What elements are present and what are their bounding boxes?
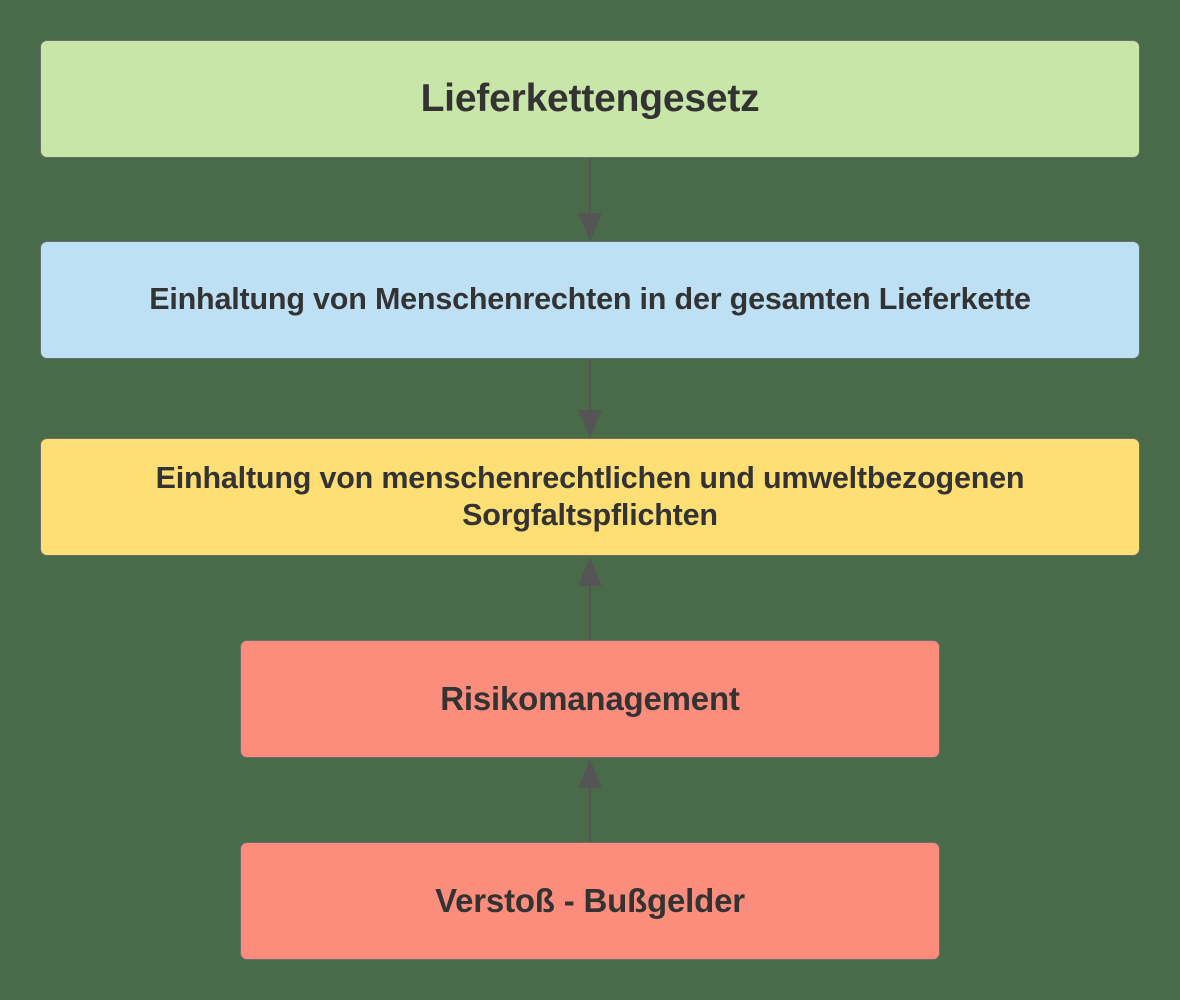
flow-node-label: Einhaltung von Menschenrechten in der ge…: [55, 281, 1125, 318]
flow-node-label: Risikomanagement: [255, 679, 925, 719]
flow-node-sorgfaltspflichten[interactable]: Einhaltung von menschenrechtlichen und u…: [40, 438, 1140, 556]
flow-node-line: Risikomanagement: [440, 679, 740, 717]
flow-node-line: Sorgfaltspflichten: [462, 498, 718, 532]
flow-node-label: Verstoß - Bußgelder: [255, 881, 925, 921]
flow-node-menschenrechte-lieferkette[interactable]: Einhaltung von Menschenrechten in der ge…: [40, 241, 1140, 359]
flow-node-label: Lieferkettengesetz: [55, 75, 1125, 123]
edge-node3-node4: [578, 759, 602, 842]
edge-node2-node3: [578, 557, 602, 640]
flow-node-line: Lieferkettengesetz: [420, 77, 760, 121]
flow-node-lieferkettengesetz[interactable]: Lieferkettengesetz: [40, 40, 1140, 158]
flow-node-verstoss-bussgelder[interactable]: Verstoß - Bußgelder: [240, 842, 940, 960]
flow-node-line: Verstoß - Bußgelder: [435, 881, 745, 919]
edge-node1-node2: [578, 359, 602, 438]
flow-node-line: Einhaltung von menschenrechtlichen und u…: [155, 460, 1025, 495]
flow-node-line: Einhaltung von Menschenrechten in der ge…: [149, 282, 1031, 317]
edge-node0-node1: [578, 158, 602, 241]
flow-node-label: Einhaltung von menschenrechtlichen und u…: [55, 460, 1125, 534]
flow-node-risikomanagement[interactable]: Risikomanagement: [240, 640, 940, 758]
